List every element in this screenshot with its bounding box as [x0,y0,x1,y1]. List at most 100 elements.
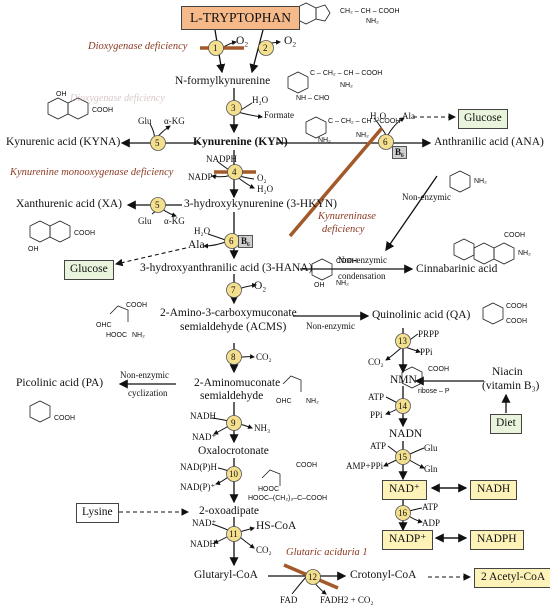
qa-carboxyl-2: COOH [506,318,527,325]
nfk-formyl: NH – CHO [296,95,330,102]
enzyme-number-1: 1 [213,43,218,53]
acms-carboxyl: COOH [126,302,147,309]
acetyl-coa-box: 2 Acetyl-CoA [474,568,550,588]
nadn-label: NADN [389,428,423,440]
enzyme-number-13: 13 [398,336,407,346]
formate-label: Formate [264,110,294,120]
glu-label-5a: Glu [138,116,152,126]
ams-label-line1: 2-Aminomuconate [194,377,281,389]
kynureninase-deficiency-line2: deficiency [322,224,365,235]
diet-box: Diet [490,414,522,434]
arrow-ana-nonenzymic [385,175,438,252]
ana-label: Anthranilic acid (ANA) [434,136,544,148]
atp-label-16: ATP [422,502,439,512]
nadh-box: NADH [470,480,518,500]
gln-label-15: Gln [424,464,438,474]
akg-label-5b: α-KG [164,216,185,226]
enzyme-number-5b: 5 [155,200,160,210]
nmn-label: NMN [390,374,417,386]
nfk-side-chain: C – CH₂ – CH – COOH [310,70,383,77]
glutaric-aciduria-label: Glutaric aciduria 1 [286,547,368,558]
o2-label-7: O₂ [254,280,267,292]
trp-side-chain: CH₂ – CH – COOH [340,8,400,15]
glucose-box-left: Glucose [64,260,114,280]
co2-label-11: CO₂ [256,545,272,555]
nadp-label-10: NAD(P)⁺ [180,482,216,492]
qa-label: Quinolinic acid (QA) [372,309,471,321]
cinnabarinic-label: Cinnabarinic acid [416,263,498,275]
glu-label-5b: Glu [138,216,152,226]
non-enzymic-condensation-line2: condensation [338,271,386,281]
oxoadipate-formula: HOOC–(CH₂)₃–C–COOH [248,495,328,502]
acms-amine: NH₂ [132,332,145,339]
nad-label-9: NAD⁺ [192,432,217,442]
b6-cofactor-badge-right: B₆ [392,146,407,159]
enzyme-number-11: 11 [229,529,238,539]
n-formylkynurenine-label: N-formylkynurenine [175,75,271,87]
o2-label-2: O₂ [284,35,297,47]
h2o-label-3: H₂O [252,95,269,105]
adp-label-16: ADP [422,518,441,528]
xa-carboxyl: COOH [74,230,95,237]
fad-label-12: FAD [280,595,298,605]
hana-label: 3-hydroxyanthranilic acid (3-HANA) [140,262,313,274]
lysine-box: Lysine [76,503,119,523]
co2-label-8: CO₂ [256,352,272,362]
nad-label-11: NAD⁺ [192,518,217,528]
akg-label-5a: α-KG [164,116,185,126]
ams-amine: NH₂ [306,398,319,405]
enzyme-number-14: 14 [398,401,407,411]
nmn-ribose: ribose – P [418,388,450,395]
enzyme-number-8: 8 [231,352,236,362]
kyn-amine: NH₂ [356,132,369,139]
hana-hydroxyl: OH [314,282,325,289]
h2o-label-6a: H₂O [194,226,211,236]
enzyme-number-5a: 5 [155,138,160,148]
hana-carboxyl: COOH [336,258,357,265]
ams-label-line2: semialdehyde [200,390,264,402]
nadh-label-11: NADH [190,539,216,549]
ala-label-6b: Ala [402,111,415,121]
b6-cofactor-badge-left: B₆ [238,235,253,248]
oxoadipate-label: 2-oxoadipate [199,505,260,517]
acms-hooc: HOOC [106,332,127,339]
h2o-label-4: H₂O [257,184,274,194]
non-enzymic-note-qa: Non-enzymic [306,321,355,331]
enzyme-number-6b: 6 [383,137,388,147]
nadph-label-10: NAD(P)H [180,462,217,472]
glucose-box-top: Glucose [458,109,508,129]
h2o-label-6b: H₂O [370,111,387,121]
oxalocrotonate-hooc: HOOC [258,486,279,493]
non-enzymic-cyclization-line1: Non-enzymic [120,370,169,380]
non-enzymic-cyclization-line2: cyclization [128,388,168,398]
xa-label: Xanthurenic acid (XA) [16,198,123,210]
amp-label-15: AMP+PPi [346,461,384,471]
ala-label-6a: Ala [188,239,205,251]
cinnabarinic-amine: NH₂ [518,250,531,257]
ppi-label-14: PPi [370,410,383,420]
nadph-label-4: NADPH [206,154,238,164]
kmo-deficiency-label: Kynurenine monooxygenase deficiency [10,167,174,178]
enzyme-number-3: 3 [231,103,236,113]
nmn-carboxyl: COOH [428,366,449,373]
nadph-box: NADPH [470,530,524,550]
kyn-side-chain: C – CH₂ – CH – COOH [328,118,401,125]
niacin-label-line2: (vitamin B₃) [482,380,540,392]
niacin-label-line1: Niacin [492,366,523,378]
prpp-label-13: PRPP [418,329,440,339]
pa-carboxyl: COOH [54,415,75,422]
cinnabarinic-carboxyl: COOH [504,232,525,239]
crotonyl-label: Crotonyl-CoA [350,569,417,581]
nadp-label-4: NADP⁺ [188,172,218,182]
tryptophan-box: L-TRYPTOPHAN [181,6,301,30]
kynurenine-label: Kynurenine (KYN) [193,136,288,148]
kynureninase-deficiency-line1: Kynureninase [318,211,376,222]
fadh2-label-12: FADH2 + CO₂ [320,595,374,605]
oxalocrotonate-label: Oxalocrotonate [198,445,269,457]
enzyme-number-4: 4 [232,167,237,177]
enzyme-number-7: 7 [231,285,236,295]
acms-aldehyde: OHC [96,322,112,329]
arrow-step-2 [249,29,264,74]
atp-label-14: ATP [368,392,385,402]
